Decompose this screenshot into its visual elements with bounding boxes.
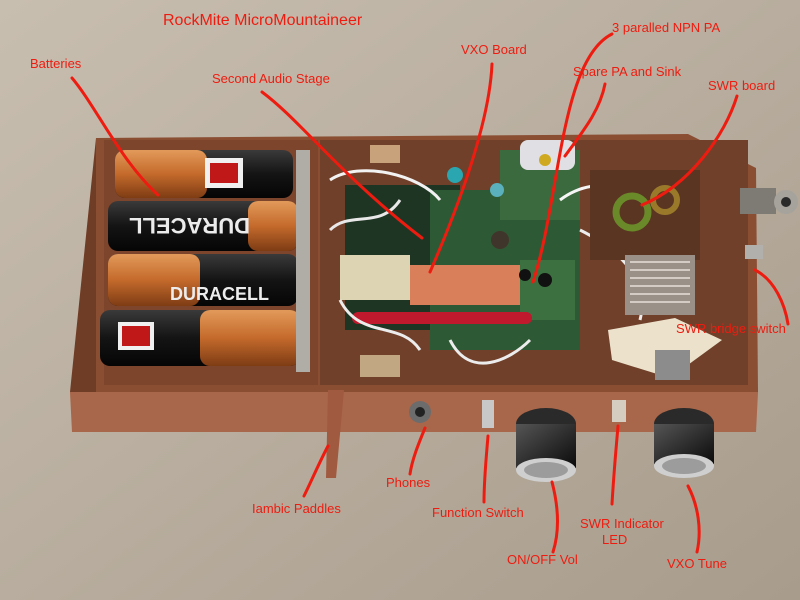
vxo-tune-knob [654, 408, 714, 478]
label-function-switch: Function Switch [432, 505, 524, 520]
phones-jack [409, 401, 431, 423]
battery-3: DURACELL [108, 254, 298, 306]
battery-1 [115, 150, 293, 198]
label-second-audio-stage: Second Audio Stage [212, 71, 330, 86]
on-off-vol-knob [516, 408, 576, 482]
arrow-npn-pa [531, 32, 614, 284]
arrow-swr-led [610, 424, 620, 506]
label-swr-bridge-switch: SWR bridge switch [676, 321, 786, 336]
label-spare-pa: Spare PA and Sink [573, 64, 682, 79]
battery-brand-text-2: DURACELL [170, 284, 269, 304]
figure-title: RockMite MicroMountaineer [163, 12, 363, 29]
label-swr-indicator: SWR Indicator [580, 516, 664, 531]
arrow-batteries [70, 76, 160, 197]
label-swr-indicator-led: LED [602, 532, 628, 547]
swr-board [590, 170, 700, 260]
arrow-vxo-board [428, 62, 494, 274]
arrow-swr-bridge [753, 268, 790, 326]
paddle-lever [326, 390, 344, 478]
arrow-second-audio [260, 90, 424, 240]
function-switch [482, 400, 494, 428]
label-phones: Phones [386, 475, 431, 490]
battery-brand-text: DURACELL [129, 213, 250, 238]
label-vxo-tune: VXO Tune [667, 556, 727, 571]
circuit-boards [328, 140, 692, 377]
swr-indicator-led [612, 400, 626, 422]
battery-2: DURACELL [108, 201, 298, 251]
bnc-connector [740, 188, 798, 214]
annotation-arrows [70, 32, 790, 554]
label-swr-board: SWR board [708, 78, 776, 93]
label-iambic-paddles: Iambic Paddles [252, 501, 341, 516]
battery-pack: DURACELL DURACELL [100, 150, 310, 372]
label-batteries: Batteries [30, 56, 82, 71]
arrow-swr-board [640, 94, 739, 207]
arrow-spare-pa [563, 82, 607, 158]
label-npn-pa: 3 paralled NPN PA [612, 20, 721, 35]
arrow-on-off [550, 480, 559, 554]
variable-capacitor [608, 255, 722, 380]
label-on-off-vol: ON/OFF Vol [507, 552, 578, 567]
arrow-function [482, 434, 490, 504]
arrow-iambic [302, 444, 330, 498]
arrow-phones [408, 426, 427, 476]
arrow-vxo-tune [686, 484, 701, 554]
battery-4 [100, 310, 300, 366]
swr-bridge-switch [745, 245, 763, 259]
label-vxo-board: VXO Board [461, 42, 527, 57]
